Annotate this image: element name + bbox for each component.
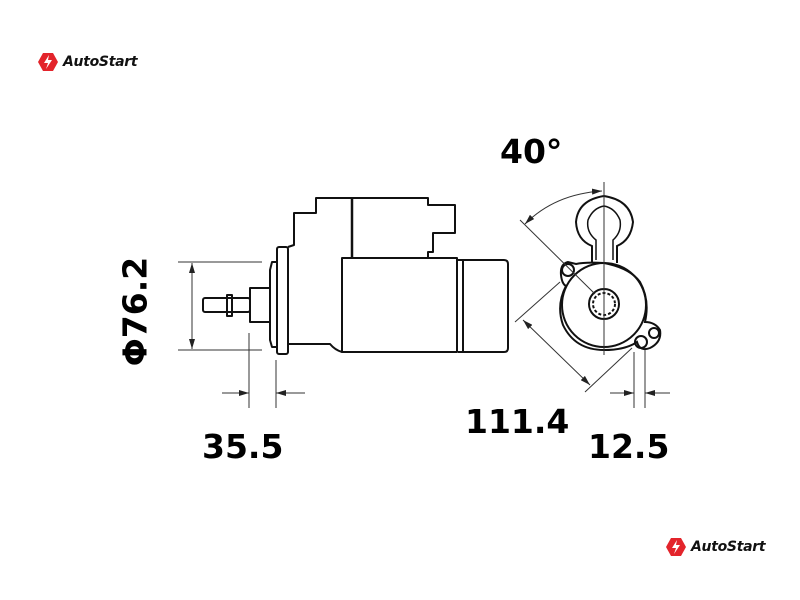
housing-outline: [287, 197, 456, 258]
angle-label: 40°: [500, 132, 563, 171]
flange: [276, 246, 289, 355]
side-dimensions: [178, 261, 305, 408]
brand-logo-bottom: AutoStart: [665, 537, 766, 557]
brand-name: AutoStart: [691, 539, 766, 555]
mount-distance-label: 111.4: [465, 402, 570, 441]
diameter-label: Φ76.2: [115, 256, 155, 367]
brand-logo-icon: [38, 53, 58, 71]
end-cap: [458, 259, 509, 353]
flange-offset-label: 35.5: [202, 427, 284, 466]
end-dimensions: [514, 182, 670, 408]
brand-logo-top: AutoStart: [37, 52, 138, 72]
side-view: [202, 197, 509, 355]
nose-lower: [288, 343, 343, 353]
brand-logo-icon: [666, 538, 686, 556]
shaft-collar: [226, 294, 233, 317]
hole-offset-label: 12.5: [588, 427, 670, 466]
motor-body: [341, 257, 458, 353]
shaft-hub: [249, 287, 271, 323]
brand-name: AutoStart: [63, 54, 138, 70]
end-view: [559, 194, 662, 352]
